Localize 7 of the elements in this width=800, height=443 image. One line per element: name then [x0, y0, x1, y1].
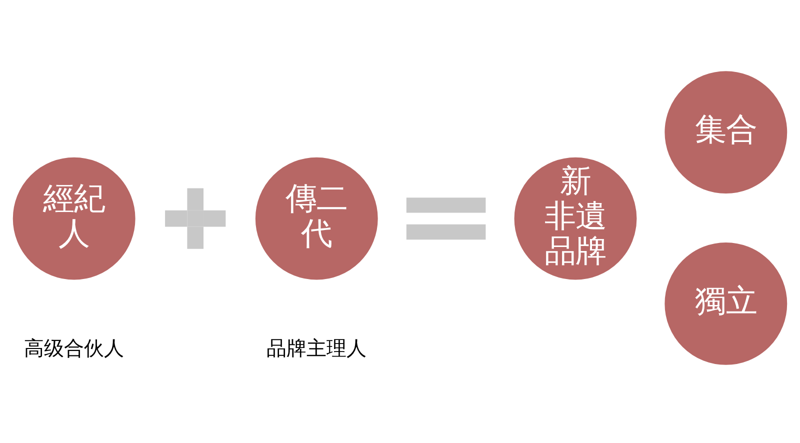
node-label: 品牌主理人	[266, 337, 367, 360]
node-label: 高级合伙人	[24, 337, 124, 360]
node-circle: 獨立	[664, 242, 788, 365]
node-circle: 經紀人	[12, 157, 136, 280]
node-circle: 傳二代	[255, 157, 378, 280]
node-circle: 集合	[664, 71, 788, 194]
node-circle: 新非遺品牌	[514, 157, 637, 280]
